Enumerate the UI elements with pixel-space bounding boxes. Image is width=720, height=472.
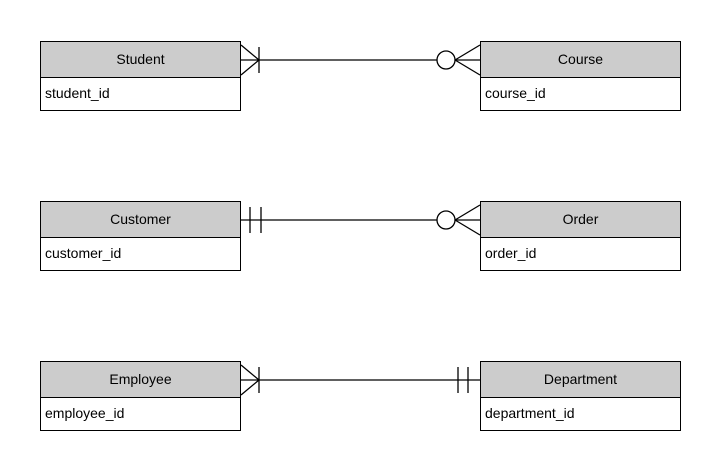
entity-employee: Employee employee_id [40, 361, 241, 431]
entity-title: Employee [41, 362, 240, 398]
relationship-employee-department [240, 364, 480, 396]
zero-or-many-icon [436, 204, 481, 236]
entity-student: Student student_id [40, 41, 241, 111]
crow-foot-one-or-many-icon [240, 364, 260, 396]
exactly-one-icon [249, 207, 262, 233]
entity-attribute: order_id [485, 245, 537, 262]
entity-order: Order order_id [480, 201, 681, 271]
entity-customer: Customer customer_id [40, 201, 241, 271]
zero-circle-icon [436, 50, 456, 70]
entity-title: Order [481, 202, 680, 238]
exactly-one-icon [457, 367, 469, 393]
entity-title: Customer [41, 202, 240, 238]
zero-or-many-icon [436, 44, 481, 76]
entity-title: Department [481, 362, 680, 398]
entity-title: Course [481, 42, 680, 78]
relationship-customer-order [241, 204, 481, 236]
crow-foot-one-or-many-icon [240, 44, 260, 76]
entity-attribute: department_id [485, 405, 575, 422]
entity-course: Course course_id [480, 41, 681, 111]
entity-title: Student [41, 42, 240, 78]
entity-department: Department department_id [480, 361, 681, 431]
zero-circle-icon [436, 210, 456, 230]
relationship-student-course [240, 44, 481, 76]
entity-attribute: employee_id [45, 405, 125, 422]
entity-attribute: course_id [485, 85, 546, 102]
entity-attribute: customer_id [45, 245, 122, 262]
entity-attribute: student_id [45, 85, 110, 102]
